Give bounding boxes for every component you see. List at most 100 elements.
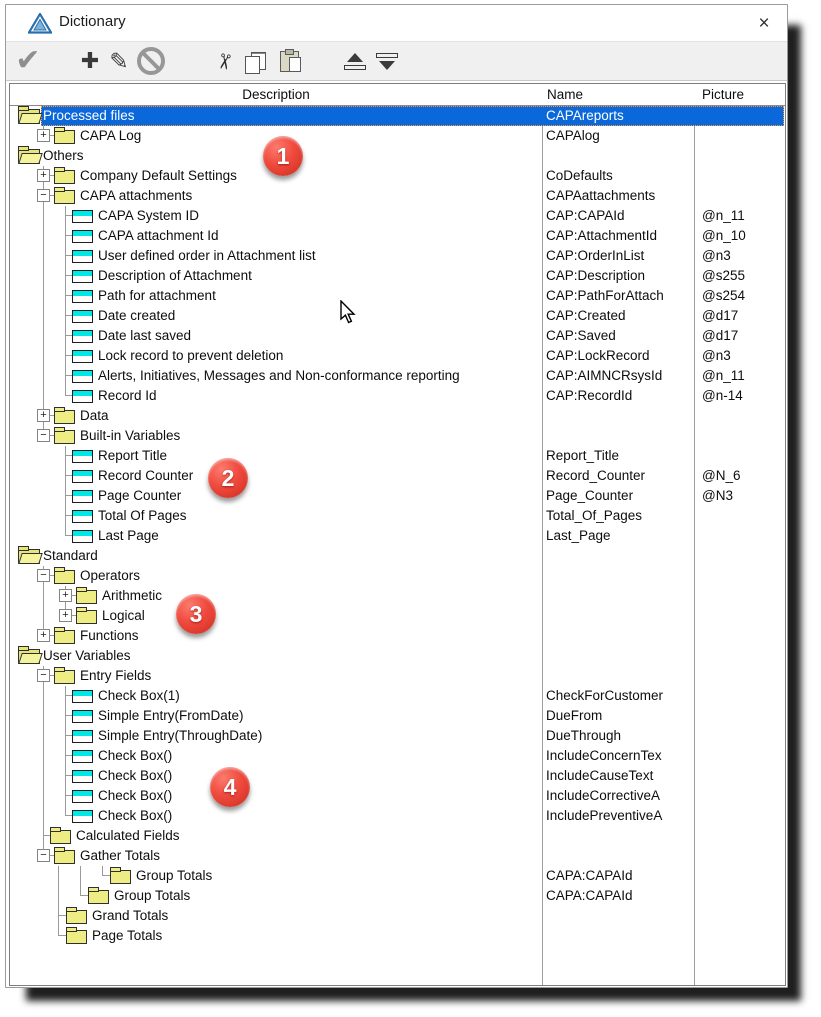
tree-row[interactable]: +Logical — [10, 606, 785, 626]
tree-row[interactable]: Calculated Fields — [10, 826, 785, 846]
tree-row[interactable]: Check Box()IncludeCauseText — [10, 766, 785, 786]
tree-line — [102, 866, 103, 876]
tree-row[interactable]: +Arithmetic — [10, 586, 785, 606]
tree-row[interactable]: −Built-in Variables — [10, 426, 785, 446]
collapse-icon[interactable]: − — [37, 569, 50, 582]
tree-row[interactable]: Check Box()IncludeCorrectiveA — [10, 786, 785, 806]
tree-line — [65, 515, 72, 516]
close-button[interactable]: × — [758, 13, 770, 34]
row-description: Group Totals — [114, 888, 191, 903]
row-name: DueFrom — [546, 708, 603, 723]
tree-line — [65, 746, 66, 766]
delete-button[interactable] — [135, 45, 167, 77]
row-picture: @N_6 — [702, 468, 741, 483]
tree-row[interactable]: Simple Entry(ThroughDate)DueThrough — [10, 726, 785, 746]
open-folder-icon — [18, 106, 40, 124]
tree-row[interactable]: Check Box(1)CheckForCustomer — [10, 686, 785, 706]
tree-line — [65, 686, 66, 706]
move-up-button[interactable] — [339, 45, 371, 77]
row-description: Page Counter — [98, 488, 182, 503]
tree-row[interactable]: Page Totals — [10, 926, 785, 946]
copy-button[interactable] — [242, 45, 274, 77]
row-picture: @d17 — [702, 328, 739, 343]
tree-row[interactable]: Check Box()IncludeConcernTex — [10, 746, 785, 766]
collapse-icon[interactable]: − — [37, 429, 50, 442]
open-folder-icon — [18, 146, 40, 164]
tree-row[interactable]: −Gather Totals — [10, 846, 785, 866]
tree-line — [65, 775, 72, 776]
row-name: CAP:OrderInList — [546, 248, 645, 263]
tree-line — [65, 726, 66, 746]
tree-row[interactable]: Alerts, Initiatives, Messages and Non-co… — [10, 366, 785, 386]
row-name: CAPAlog — [546, 128, 600, 143]
field-icon — [72, 770, 93, 783]
paste-button[interactable] — [273, 45, 305, 77]
column-header-picture[interactable]: Picture — [702, 87, 745, 102]
tree-row[interactable]: Check Box()IncludePreventiveA — [10, 806, 785, 826]
field-icon — [72, 230, 93, 243]
tree-line — [43, 586, 44, 606]
row-description: Description of Attachment — [98, 268, 252, 283]
tree-row[interactable]: +Functions — [10, 626, 785, 646]
tree-line — [65, 346, 66, 366]
tree-row[interactable]: −Entry Fields — [10, 666, 785, 686]
field-icon — [72, 470, 93, 483]
tree-row[interactable]: −Operators — [10, 566, 785, 586]
column-divider — [694, 84, 695, 985]
tree-line — [65, 695, 72, 696]
tree-row[interactable]: Grand Totals — [10, 906, 785, 926]
expand-icon[interactable]: + — [59, 609, 72, 622]
folder-icon — [54, 127, 75, 144]
tree-line — [65, 306, 66, 326]
tree-line — [43, 806, 44, 826]
copy-icon — [244, 52, 266, 74]
tree-line — [58, 915, 66, 916]
row-description: Check Box(1) — [98, 688, 180, 703]
row-description: Page Totals — [92, 928, 163, 943]
tree-row[interactable]: Standard — [10, 546, 785, 566]
expand-icon[interactable]: + — [37, 169, 50, 182]
tree-row[interactable]: Others — [10, 146, 785, 166]
collapse-icon[interactable]: − — [37, 669, 50, 682]
expand-icon[interactable]: + — [37, 629, 50, 642]
tree-row[interactable]: +Data — [10, 406, 785, 426]
edit-button[interactable]: ✎ — [103, 45, 135, 77]
column-header-name[interactable]: Name — [547, 87, 584, 102]
collapse-icon[interactable]: − — [37, 189, 50, 202]
add-button[interactable]: ✚ — [74, 45, 106, 77]
expand-icon[interactable]: + — [59, 589, 72, 602]
cut-button[interactable]: ✂ — [208, 45, 240, 77]
column-header-description[interactable]: Description — [242, 87, 310, 102]
move-down-button[interactable] — [371, 45, 403, 77]
tree-row[interactable]: Simple Entry(FromDate)DueFrom — [10, 706, 785, 726]
row-description: Check Box() — [98, 768, 173, 783]
field-icon — [72, 690, 93, 703]
accept-button[interactable]: ✔ — [12, 45, 44, 77]
expand-icon[interactable]: + — [37, 129, 50, 142]
tree-line — [65, 715, 72, 716]
collapse-icon[interactable]: − — [37, 849, 50, 862]
expand-icon[interactable]: + — [37, 409, 50, 422]
tree-row[interactable]: User Variables — [10, 646, 785, 666]
title-bar[interactable]: Dictionary × — [6, 5, 787, 41]
